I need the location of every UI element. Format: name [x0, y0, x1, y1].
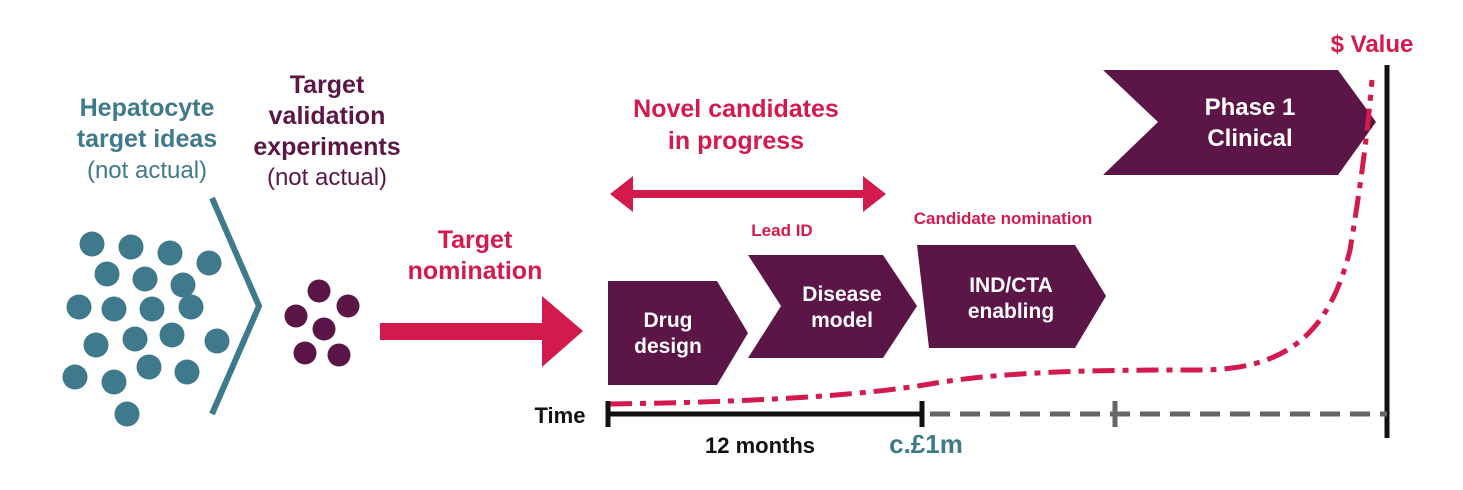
stage-ind-cta-line1: IND/CTA — [969, 274, 1053, 297]
filter-chevron — [209, 196, 263, 416]
hepatocyte-dot — [79, 231, 105, 257]
target-nomination-arrow — [380, 296, 583, 367]
validation-dot — [327, 343, 351, 367]
time-label: Time — [535, 403, 586, 428]
validation-dot — [312, 317, 336, 341]
hepatocyte-dot — [159, 322, 185, 348]
novel-candidates-double-arrow — [610, 176, 886, 212]
hepatocyte-dot — [114, 401, 140, 427]
validation-title-line2: validation — [269, 102, 386, 130]
hepatocyte-dot — [62, 364, 88, 390]
hepatocyte-dot — [204, 328, 230, 354]
hepatocyte-title-line2: target ideas — [77, 125, 217, 153]
validation-title-line3: experiments — [253, 133, 400, 161]
hepatocyte-dot — [178, 294, 204, 320]
stage-phase1-clinical — [1103, 70, 1376, 175]
novel-candidates-line1: Novel candidates — [633, 95, 839, 123]
validation-dot — [307, 279, 331, 303]
validation-title-line1: Target — [290, 71, 365, 99]
cost-label: c.£1m — [889, 429, 963, 459]
hepatocyte-dot — [157, 240, 183, 266]
hepatocyte-dot — [101, 369, 127, 395]
novel-candidates-line2: in progress — [668, 127, 804, 155]
hepatocyte-dot — [170, 272, 196, 298]
hepatocyte-dot — [122, 326, 148, 352]
hepatocyte-dot — [94, 261, 120, 287]
stage-drug-design — [608, 281, 748, 385]
hepatocyte-dot-cluster — [62, 231, 230, 427]
hepatocyte-dot — [66, 294, 92, 320]
hepatocyte-note: (not actual) — [87, 157, 207, 184]
stage-phase1-line1: Phase 1 — [1205, 94, 1296, 121]
hepatocyte-dot — [101, 296, 127, 322]
hepatocyte-dot — [139, 296, 165, 322]
validation-dot — [336, 294, 360, 318]
validation-dot — [284, 304, 308, 328]
target-nomination-line2: nomination — [408, 257, 543, 285]
stage-ind-cta-enabling — [917, 245, 1106, 348]
hepatocyte-dot — [118, 234, 144, 260]
duration-label: 12 months — [705, 433, 815, 458]
stage-disease-model-line1: Disease — [802, 283, 881, 306]
hepatocyte-dot — [136, 354, 162, 380]
hepatocyte-dot — [174, 359, 200, 385]
stage-disease-model-line2: model — [811, 309, 873, 332]
value-curve — [609, 79, 1375, 407]
stage-phase1-line2: Clinical — [1207, 125, 1292, 152]
hepatocyte-title-line1: Hepatocyte — [80, 94, 215, 122]
value-label: $ Value — [1331, 31, 1414, 58]
validation-dot-cluster — [284, 279, 360, 367]
hepatocyte-dot — [196, 250, 222, 276]
stage-drug-design-line2: design — [634, 335, 702, 358]
validation-note: (not actual) — [267, 164, 387, 191]
stage-disease-model — [748, 255, 917, 358]
candidate-nomination-label: Candidate nomination — [914, 209, 1093, 228]
stage-ind-cta-line2: enabling — [968, 300, 1054, 323]
lead-id-label: Lead ID — [751, 221, 812, 240]
target-nomination-line1: Target — [438, 226, 513, 254]
validation-dot — [293, 341, 317, 365]
hepatocyte-dot — [132, 266, 158, 292]
stage-drug-design-line1: Drug — [644, 309, 693, 332]
hepatocyte-dot — [83, 332, 109, 358]
